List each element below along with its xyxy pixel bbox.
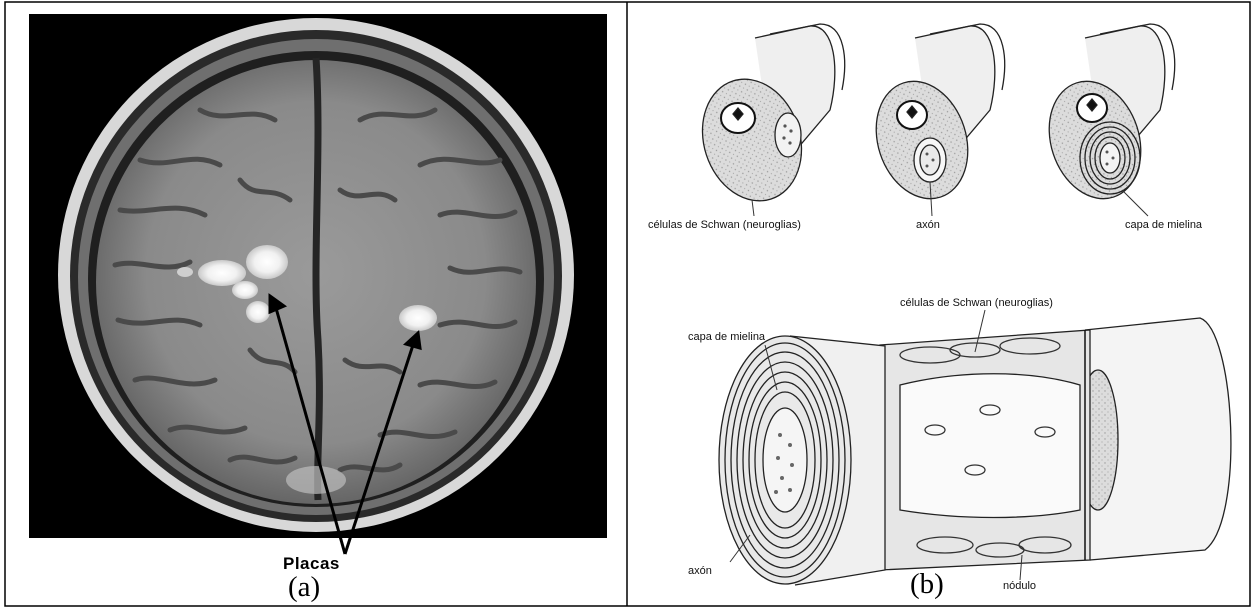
label-myelin-bottom: capa de mielina <box>688 331 765 343</box>
schwann-stage-1 <box>687 24 844 214</box>
schwann-stage-3 <box>1035 24 1175 211</box>
label-axon-top: axón <box>916 219 940 231</box>
schwann-stage-2 <box>862 24 1005 211</box>
panel-a-caption: (a) <box>288 571 320 604</box>
label-nodule: nódulo <box>1003 580 1036 592</box>
panel-b-caption: (b) <box>910 568 944 601</box>
label-schwann-cells-bottom: células de Schwan (neuroglias) <box>900 297 1053 309</box>
label-axon-bottom: axón <box>688 565 712 577</box>
myelinated-fiber <box>719 318 1231 585</box>
label-myelin-top: capa de mielina <box>1125 219 1202 231</box>
label-schwann-cells-top: células de Schwan (neuroglias) <box>648 219 801 231</box>
